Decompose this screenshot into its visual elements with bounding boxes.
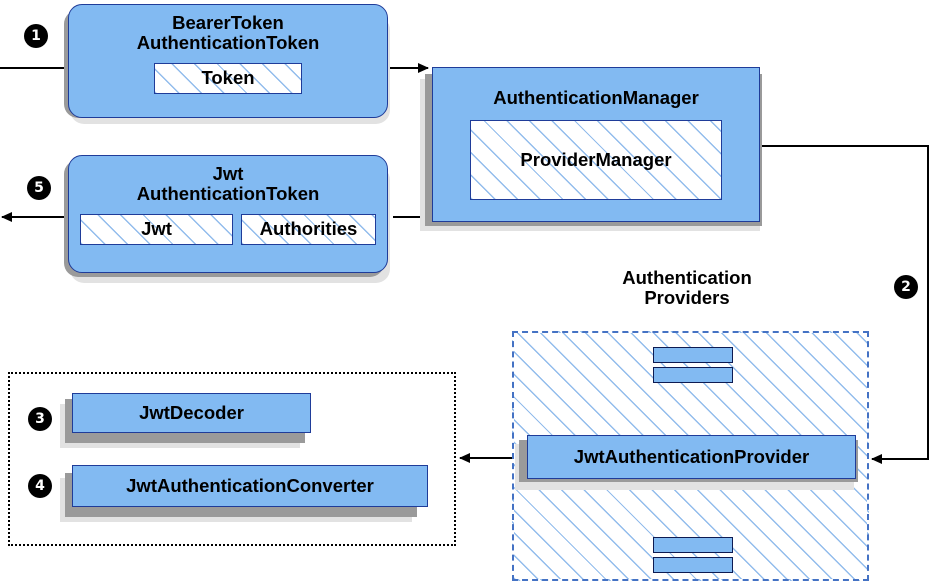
jwt-authentication-provider-label: JwtAuthenticationProvider xyxy=(573,446,810,468)
step-bullet-4-label: 4 xyxy=(35,478,45,494)
provider-stack-bar-bottom-1 xyxy=(653,537,733,553)
providers-caption: Authentication Providers xyxy=(622,267,752,308)
jwt-decoder-label: JwtDecoder xyxy=(139,402,244,424)
jwt-authentication-converter-label: JwtAuthenticationConverter xyxy=(126,475,374,497)
step-bullet-5-label: 5 xyxy=(34,180,44,196)
arrow-step2-manager-to-provider xyxy=(760,145,929,464)
jwt-authentication-token-box[interactable]: Jwt AuthenticationToken Jwt Authorities xyxy=(68,155,388,273)
step-bullet-2: 2 xyxy=(895,276,917,298)
step-bullet-3-label: 3 xyxy=(35,411,45,427)
step-bullet-1-label: 1 xyxy=(31,28,41,44)
provider-manager-slot[interactable]: ProviderManager xyxy=(470,119,722,200)
jwt-decoder-box[interactable]: JwtDecoder xyxy=(72,393,311,433)
bearer-token-authentication-token-box[interactable]: BearerToken AuthenticationToken Token xyxy=(68,4,388,118)
jwt-token-slot-jwt[interactable]: Jwt xyxy=(80,213,233,245)
provider-stack-bar-top-2 xyxy=(653,367,733,383)
step-bullet-5: 5 xyxy=(28,177,50,199)
provider-manager-label: ProviderManager xyxy=(520,148,672,170)
bearer-token-title: BearerToken AuthenticationToken xyxy=(136,12,320,53)
step-bullet-3: 3 xyxy=(29,408,51,430)
jwt-authentication-converter-box[interactable]: JwtAuthenticationConverter xyxy=(72,465,428,507)
jwt-token-slot-jwt-label: Jwt xyxy=(141,218,172,240)
step-bullet-2-label: 2 xyxy=(901,279,911,295)
step-bullet-1: 1 xyxy=(25,25,47,47)
bearer-token-slot-token-label: Token xyxy=(201,67,255,89)
authentication-manager-box[interactable]: AuthenticationManager ProviderManager xyxy=(432,67,760,222)
authentication-manager-title: AuthenticationManager xyxy=(493,87,699,108)
provider-stack-bar-top-1 xyxy=(653,347,733,363)
support-region xyxy=(8,372,456,546)
jwt-token-title: Jwt AuthenticationToken xyxy=(136,163,320,204)
provider-stack-bar-bottom-2 xyxy=(653,557,733,573)
jwt-token-slot-authorities[interactable]: Authorities xyxy=(241,213,376,245)
bearer-token-slot-token[interactable]: Token xyxy=(154,62,302,94)
jwt-token-slot-row: Jwt Authorities xyxy=(69,213,387,245)
jwt-authentication-provider-box[interactable]: JwtAuthenticationProvider xyxy=(527,435,856,479)
jwt-token-slot-authorities-label: Authorities xyxy=(259,218,358,240)
step-bullet-4: 4 xyxy=(29,475,51,497)
